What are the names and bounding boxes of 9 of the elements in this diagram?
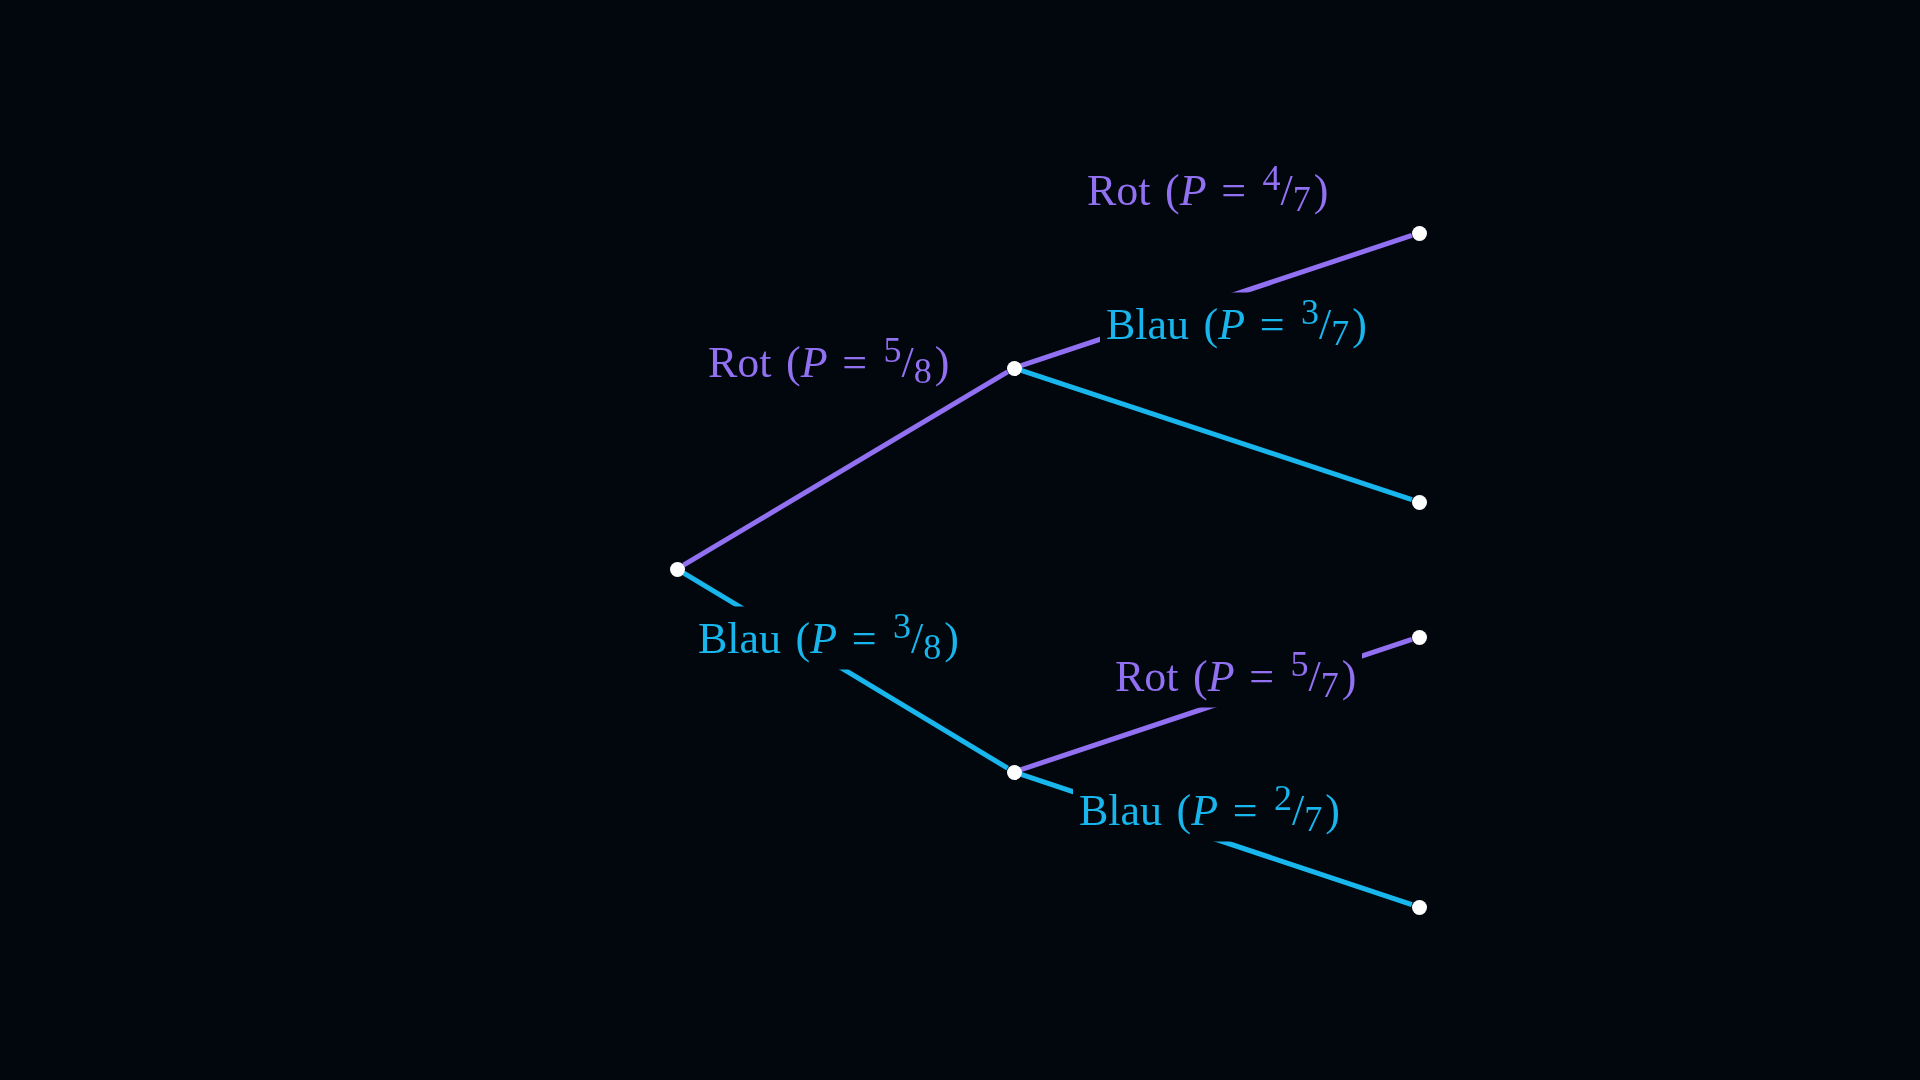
- node-dot: [1006, 360, 1022, 376]
- node-dot: [1411, 494, 1427, 510]
- node-dot: [1006, 764, 1022, 780]
- branch-line: [682, 369, 1009, 568]
- node-dot: [1411, 899, 1427, 915]
- node-dot: [1411, 629, 1427, 645]
- branch-line: [1020, 368, 1413, 502]
- node-dot: [1411, 225, 1427, 241]
- node-dot: [669, 561, 685, 577]
